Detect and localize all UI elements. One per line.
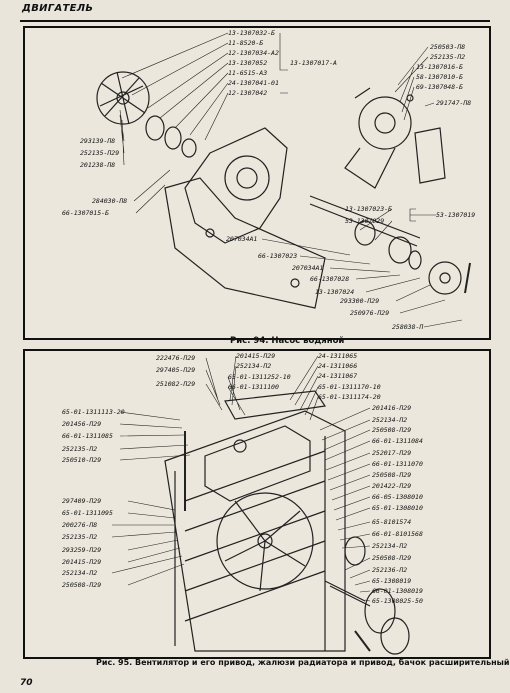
part-label: 201415-П29 [236, 352, 276, 360]
part-label: 293259-П29 [62, 546, 102, 554]
part-label: 291747-П8 [436, 99, 472, 107]
part-label: 252134-П2 [62, 569, 98, 577]
part-label: 207034А1 [226, 235, 258, 243]
part-label: 222476-П29 [156, 354, 196, 362]
part-label: 12-1307042 [228, 89, 268, 97]
part-label: 250508-П29 [372, 426, 412, 434]
part-label: 66-1307015-Б [62, 209, 109, 217]
part-label: 252135-П2 [62, 533, 98, 541]
part-label: 66-01-1308019 [372, 587, 423, 595]
part-label: 65-01-1311113-20 [62, 408, 125, 416]
part-label: 200276-П8 [62, 521, 98, 529]
part-label: 65-01-1308010 [372, 504, 423, 512]
part-label: 11-8520-Б [228, 39, 264, 47]
part-label: 252135-П2 [430, 53, 466, 61]
part-label: 207034А1 [292, 264, 324, 272]
figure-94-caption: Рис. 94. Насос водяной [230, 336, 345, 346]
part-label: 201456-П29 [62, 420, 102, 428]
part-label: 293300-П29 [340, 297, 380, 305]
part-label: 297405-П29 [156, 366, 196, 374]
part-label: 250503-П8 [430, 43, 466, 51]
part-label: 252135-П29 [80, 149, 120, 157]
page-number: 70 [20, 678, 33, 688]
part-label: 293139-П8 [80, 137, 116, 145]
part-label: 24-1311065 [318, 352, 358, 360]
part-label: 65-1308019 [372, 577, 412, 585]
figure-95-caption: Рис. 95. Вентилятор и его привод, жалюзи… [96, 658, 510, 667]
section-title: ДВИГАТЕЛЬ [22, 3, 94, 14]
part-label: 66-01-1311084 [372, 437, 423, 445]
part-label: 252017-П29 [372, 449, 412, 457]
part-label: 201416-П29 [372, 404, 412, 412]
part-label: 65-01-1311170-10 [318, 383, 381, 391]
part-label: 65-01-1311174-20 [318, 393, 381, 401]
part-label: 250508-П29 [372, 471, 412, 479]
part-label: 13-1307052 [228, 59, 268, 67]
part-label: 65-1308025-50 [372, 597, 423, 605]
part-label: 297409-П29 [62, 497, 102, 505]
part-label: 58-1307010-Б [416, 73, 463, 81]
part-label: 24-1307041-01 [228, 79, 279, 87]
part-label: 250976-П29 [350, 309, 390, 317]
part-label: 66-01-1311085 [62, 432, 113, 440]
part-label: 13-1307023-Б [345, 205, 392, 213]
part-label: 252136-П2 [372, 566, 408, 574]
part-label: 65-01-1311095 [62, 509, 113, 517]
part-label: 66-01-8101568 [372, 530, 423, 538]
part-label: 66-1307028 [310, 275, 350, 283]
part-label: 13-1307024 [315, 288, 355, 296]
part-label: 65-01-1311252-10 [228, 373, 291, 381]
part-label: 66-05-1308010 [372, 493, 423, 501]
part-label: 13-1307016-Б [416, 63, 463, 71]
header-rule [20, 20, 490, 22]
part-label: 252134-П2 [372, 542, 408, 550]
part-label: 251082-П29 [156, 380, 196, 388]
part-label: 201422-П29 [372, 482, 412, 490]
part-label: 12-1307034-А2 [228, 49, 279, 57]
part-label: 258038-П [392, 323, 424, 331]
part-label: 53-1307029 [345, 217, 385, 225]
part-label: 252134-П2 [372, 416, 408, 424]
part-label: 65-8101574 [372, 518, 412, 526]
figure-95-panel [23, 349, 491, 659]
part-label: 69-1307048-Б [416, 83, 463, 91]
part-label: 24-1311067 [318, 372, 358, 380]
part-label: 53-1307019 [436, 211, 476, 219]
part-label: 252135-П2 [62, 445, 98, 453]
part-label: 250510-П29 [62, 456, 102, 464]
part-label: 13-1307017-А [290, 59, 337, 67]
part-label: 284030-П8 [92, 197, 128, 205]
part-label: 66-01-1311070 [372, 460, 423, 468]
part-label: 252134-П2 [236, 362, 272, 370]
part-label: 250508-П29 [62, 581, 102, 589]
part-label: 13-1307032-Б [228, 29, 275, 37]
part-label: 66-1307023 [258, 252, 298, 260]
part-label: 250508-П29 [372, 554, 412, 562]
part-label: 66-01-1311100 [228, 383, 279, 391]
part-label: 11-6515-А3 [228, 69, 268, 77]
part-label: 24-1311066 [318, 362, 358, 370]
part-label: 201415-П29 [62, 558, 102, 566]
part-label: 201238-П8 [80, 161, 116, 169]
